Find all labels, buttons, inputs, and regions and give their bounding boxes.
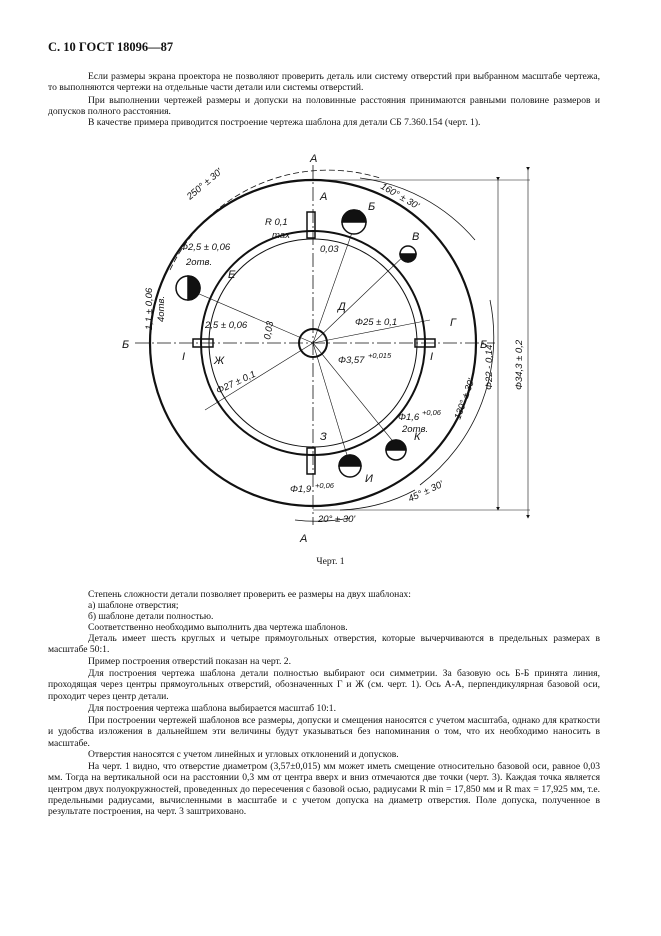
rect-hole-zh [192,338,214,348]
rect-hole-z [306,447,316,475]
intro-paragraph-1: Если размеры экрана проектора не позволя… [48,71,600,94]
drawing-label-ang-250: 250° ± 30' [184,166,225,203]
drawing-label-d25-big: Φ25 ± 0,1 [355,317,397,328]
intro-paragraph-2: При выполнении чертежей размеры и допуск… [48,95,600,118]
drawing-label-b-left: Б [122,339,129,351]
drawing-label-b-hole: Б [368,201,375,213]
body-paragraph-3: Деталь имеет шесть круглых и четыре прям… [48,633,600,656]
drawing-label-i-hole: И [365,473,373,485]
body-paragraph-1: Степень сложности детали позволяет прове… [88,589,411,600]
drawing-label-g-rect: Г [450,317,457,329]
drawing-label-a-bottom: А [299,533,307,545]
drawing-label-i-right: I [430,351,433,363]
drawing-label-z-rect: З [320,431,327,443]
body-paragraph-8: Отверстия наносятся с учетом линейных и … [88,749,399,760]
drawing-label-a-top: А [309,153,317,165]
drawing-label-d003-mid: 0,03 [262,320,276,341]
figure-caption: Черт. 1 [316,556,345,567]
body-paragraph-4: Пример построения отверстий показан на ч… [88,656,291,667]
drawing-label-d003-top: 0,03 [320,244,339,255]
list-item-b: б) шаблоне детали полностью. [88,611,214,622]
intro-paragraph-3: В качестве примера приводится построение… [88,117,481,128]
drawing-label-d-center: Д [336,301,346,313]
drawing-label-d343: Φ34,3 ± 0,2 [514,339,525,390]
list-item-a: а) шаблоне отверстия; [88,600,179,611]
drawing-label-two-otv-k: 2отв. [401,424,428,435]
drawing-label-d27: Φ27 ± 0,1 [215,369,258,397]
drawing-label-i-left: I [182,351,185,363]
drawing-label-ang-20: 20° ± 30' [317,514,356,525]
drawing-label-four-otv: 4отв. [156,296,167,322]
drawing-label-d357-tol: +0,015 [368,351,392,360]
drawing-label-ang-130: 130° ± 30' [452,376,477,421]
drawing-label-d2-5: 2,5 ± 0,06 [204,320,248,331]
drawing-label-d11: 1,1 ± 0,06 [144,287,155,330]
drawing-label-b-right: Б [480,339,487,351]
body-paragraph-9: На черт. 1 видно, что отверстие диаметро… [48,761,600,818]
body-paragraph-2: Соответственно необходимо выполнить два … [88,622,348,633]
drawing-label-a-rect: А [319,191,327,203]
page-header: С. 10 ГОСТ 18096—87 [48,40,174,54]
rect-hole-g [414,338,436,348]
body-paragraph-6: Для построения чертежа шаблона выбираетс… [88,703,336,714]
drawing-label-d22: Φ22 - 0,14 [484,345,495,390]
drawing-label-ang-45: 45° ± 30' [407,479,446,505]
drawing-label-d16: Φ1,6 [398,412,420,423]
drawing-label-d357: Φ3,57 [338,355,365,366]
drawing-label-d16-tol: +0,06 [422,408,442,417]
drawing-label-two-otv-e: 2отв. [185,257,212,268]
body-paragraph-7: При построении чертежей шаблонов все раз… [48,715,600,749]
drawing-label-d19: Φ1,9 [290,484,312,495]
drawing-label-r01: R 0,1 [265,217,288,228]
drawing-label-v-hole: В [412,231,419,243]
technical-drawing: А А А Б Б Б В Г Д Е Ж З И К I I 250° ± 3… [122,153,530,545]
drawing-label-k-hole: К [414,431,421,443]
rect-hole-a [306,211,316,239]
drawing-label-max: max [272,230,291,241]
drawing-label-zh-rect: Ж [213,355,225,367]
drawing-label-d25: Φ2,5 ± 0,06 [180,242,231,253]
drawing-label-e-hole: Е [228,269,236,281]
body-paragraph-5: Для построения чертежа шаблона детали по… [48,668,600,702]
drawing-label-d19-tol: +0,06 [315,481,335,490]
